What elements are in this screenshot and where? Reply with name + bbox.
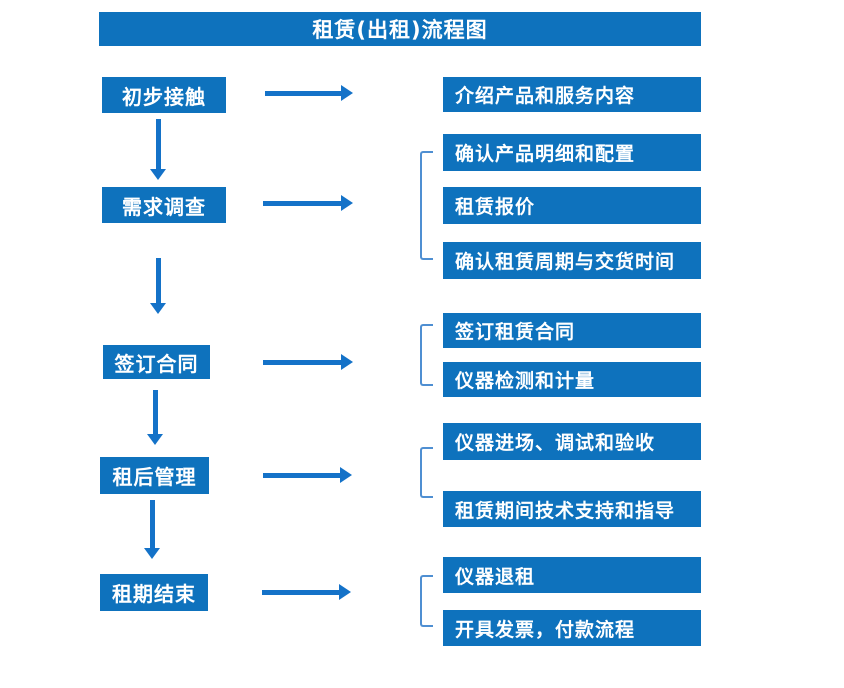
chart-title: 租赁(出租)流程图 (99, 12, 701, 46)
group-bracket (420, 324, 433, 386)
output-box: 开具发票，付款流程 (443, 610, 701, 646)
group-bracket (420, 447, 433, 498)
right-arrow-icon (265, 85, 353, 101)
arrow-head (341, 195, 353, 211)
arrow-shaft (263, 472, 341, 478)
output-box: 确认产品明细和配置 (443, 134, 701, 171)
arrow-shaft (152, 390, 158, 435)
right-arrow-icon (263, 195, 353, 211)
output-box: 介绍产品和服务内容 (443, 77, 701, 112)
right-arrow-icon (262, 584, 351, 600)
output-box: 仪器退租 (443, 557, 701, 593)
arrow-head (147, 434, 163, 445)
arrow-head (340, 467, 352, 483)
arrow-head (339, 584, 351, 600)
arrow-head (144, 548, 160, 559)
arrow-head (150, 303, 166, 314)
output-box: 仪器进场、调试和验收 (443, 423, 701, 460)
output-box: 租赁期间技术支持和指导 (443, 491, 701, 527)
right-arrow-icon (263, 354, 353, 370)
stage-box-initial-contact: 初步接触 (102, 77, 226, 113)
arrow-shaft (263, 200, 342, 206)
stage-box-demand-survey: 需求调查 (102, 187, 226, 223)
arrow-head (341, 354, 353, 370)
group-bracket (420, 151, 433, 260)
output-box: 签订租赁合同 (443, 313, 701, 348)
arrow-shaft (263, 359, 342, 365)
arrow-shaft (155, 258, 161, 304)
stage-box-rental-end: 租期结束 (100, 574, 208, 611)
output-box: 租赁报价 (443, 187, 701, 224)
group-bracket (420, 575, 433, 627)
output-box: 确认租赁周期与交货时间 (443, 242, 701, 279)
down-arrow-icon (144, 500, 160, 559)
down-arrow-icon (147, 390, 163, 445)
arrow-shaft (149, 500, 155, 549)
right-arrow-icon (263, 467, 352, 483)
down-arrow-icon (150, 119, 166, 180)
output-box: 仪器检测和计量 (443, 362, 701, 397)
down-arrow-icon (150, 258, 166, 314)
arrow-head (341, 85, 353, 101)
stage-box-post-rental-management: 租后管理 (100, 457, 209, 494)
stage-box-sign-contract: 签订合同 (103, 345, 210, 379)
arrow-shaft (262, 589, 340, 595)
arrow-shaft (155, 119, 161, 170)
arrow-shaft (265, 90, 342, 96)
arrow-head (150, 169, 166, 180)
